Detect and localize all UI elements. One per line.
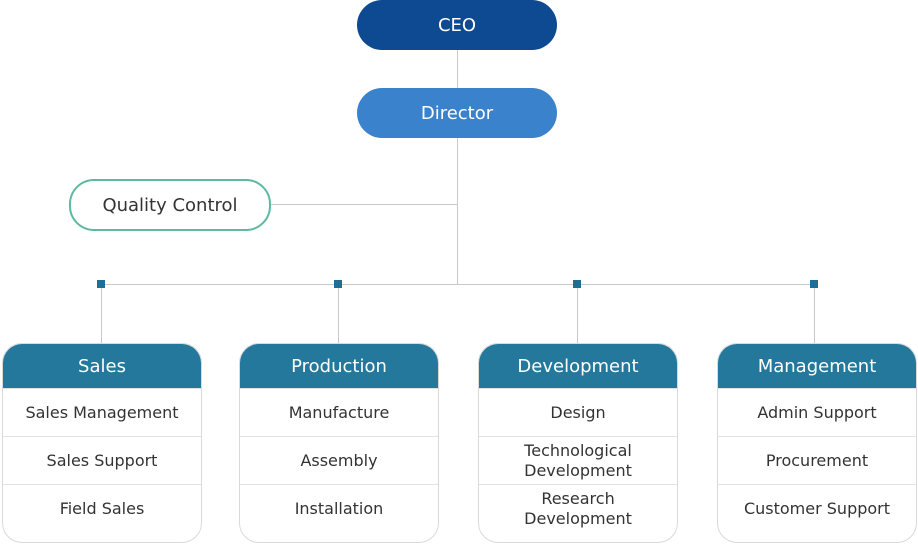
- department-item: Installation: [240, 484, 438, 532]
- ceo-node: CEO: [357, 0, 557, 50]
- junction-dot-development: [573, 280, 581, 288]
- connector-production: [338, 284, 339, 343]
- department-development: Development Design Technological Develop…: [478, 343, 678, 543]
- department-item: Field Sales: [3, 484, 201, 532]
- department-item: Admin Support: [718, 388, 916, 436]
- department-item: Sales Management: [3, 388, 201, 436]
- director-label: Director: [420, 102, 494, 124]
- connector-management: [814, 284, 815, 343]
- junction-dot-production: [334, 280, 342, 288]
- quality-control-label: Quality Control: [102, 194, 238, 216]
- connector-quality-control: [271, 204, 458, 205]
- department-production: Production Manufacture Assembly Installa…: [239, 343, 439, 543]
- connector-horizontal-bus: [101, 284, 815, 285]
- department-item: Sales Support: [3, 436, 201, 484]
- ceo-label: CEO: [437, 14, 477, 36]
- department-management: Management Admin Support Procurement Cus…: [717, 343, 917, 543]
- department-header: Sales: [3, 344, 201, 388]
- connector-ceo-director: [457, 50, 458, 88]
- connector-director-trunk: [457, 138, 458, 284]
- connector-sales: [101, 284, 102, 343]
- director-node: Director: [357, 88, 557, 138]
- department-item: Assembly: [240, 436, 438, 484]
- quality-control-node: Quality Control: [69, 179, 271, 231]
- department-item: Manufacture: [240, 388, 438, 436]
- department-item: Procurement: [718, 436, 916, 484]
- department-item: Technological Development: [479, 436, 677, 484]
- department-item: Customer Support: [718, 484, 916, 532]
- junction-dot-management: [810, 280, 818, 288]
- connector-development: [577, 284, 578, 343]
- department-sales: Sales Sales Management Sales Support Fie…: [2, 343, 202, 543]
- department-header: Management: [718, 344, 916, 388]
- department-item: Research Development: [479, 484, 677, 532]
- department-header: Production: [240, 344, 438, 388]
- junction-dot-sales: [97, 280, 105, 288]
- department-item: Design: [479, 388, 677, 436]
- department-header: Development: [479, 344, 677, 388]
